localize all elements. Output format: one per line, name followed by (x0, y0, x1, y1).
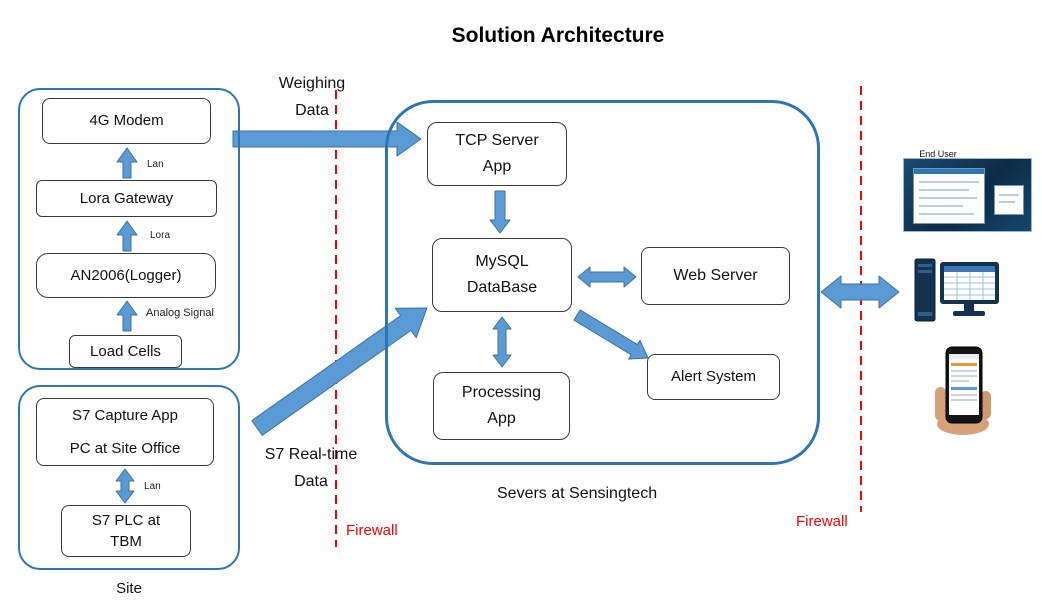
node-label-line2: DataBase (466, 279, 538, 296)
servers-caption: Severs at Sensingtech (497, 485, 658, 502)
weighing-site-group-frame (18, 88, 240, 370)
lora-link-label: Lora (150, 230, 171, 241)
node-load-cells: Load Cells (69, 335, 182, 368)
flow-label-line2: Data (294, 473, 328, 490)
node-label: Web Server (673, 266, 758, 284)
page-title: Solution Architecture (451, 24, 665, 47)
flow-label-line1: Weighing (278, 75, 346, 92)
node-label-line1: S7 PLC at (91, 512, 161, 530)
site-caption: Site (94, 580, 164, 597)
node-tcp-server-app: TCP Server App (427, 122, 567, 186)
node-s7-plc: S7 PLC at TBM (61, 505, 191, 557)
node-label-line2: TBM (110, 532, 142, 550)
arrow-servers-clients-double-icon (820, 275, 900, 309)
lan-link-label: Lan (147, 159, 164, 170)
lan-link-label-s7: Lan (144, 481, 161, 492)
node-label-line2: App (487, 409, 516, 427)
flow-label-line1: S7 Real-time (264, 446, 358, 463)
node-an2006-logger: AN2006(Logger) (36, 253, 216, 298)
node-label-line1: MySQL (475, 252, 529, 270)
desktop-computer-icon (914, 258, 999, 322)
node-label: Lora Gateway (79, 189, 174, 207)
end-user-label: End User (919, 149, 957, 159)
node-label: AN2006(Logger) (70, 266, 182, 284)
node-label-line1: S7 Capture App (72, 406, 178, 424)
end-user-screenshot (903, 158, 1032, 232)
node-label: Load Cells (90, 342, 161, 360)
node-mysql-database: MySQL DataBase (432, 238, 572, 312)
node-lora-gateway: Lora Gateway (36, 180, 217, 217)
weighing-data-flow-label: Weighing Data (258, 70, 366, 124)
analog-signal-link-label: Analog Signal (146, 307, 214, 319)
dashboard-window (913, 168, 985, 224)
site-caption-text: Site (116, 580, 142, 597)
flow-label-line2: Data (295, 102, 329, 119)
node-label: 4G Modem (89, 112, 164, 130)
node-processing-app: Processing App (433, 372, 570, 440)
node-label-line1: Processing (461, 384, 542, 402)
dashboard-panel (994, 185, 1024, 215)
node-label-line1: TCP Server (455, 132, 539, 150)
firewall-label-right: Firewall (796, 513, 848, 530)
firewall-label-left: Firewall (346, 522, 398, 539)
node-alert-system: Alert System (647, 354, 780, 400)
node-web-server: Web Server (641, 247, 790, 305)
node-label-line2: App (482, 157, 512, 175)
node-4g-modem: 4G Modem (42, 98, 211, 144)
node-label-line2: PC at Site Office (69, 440, 181, 457)
phone-in-hand-icon (935, 346, 991, 435)
node-s7-capture-app: S7 Capture App PC at Site Office (36, 398, 214, 466)
node-label: Alert System (670, 368, 757, 386)
s7-site-group-frame (18, 385, 240, 570)
s7-realtime-flow-label: S7 Real-time Data (250, 441, 372, 495)
servers-group-frame (385, 100, 820, 465)
